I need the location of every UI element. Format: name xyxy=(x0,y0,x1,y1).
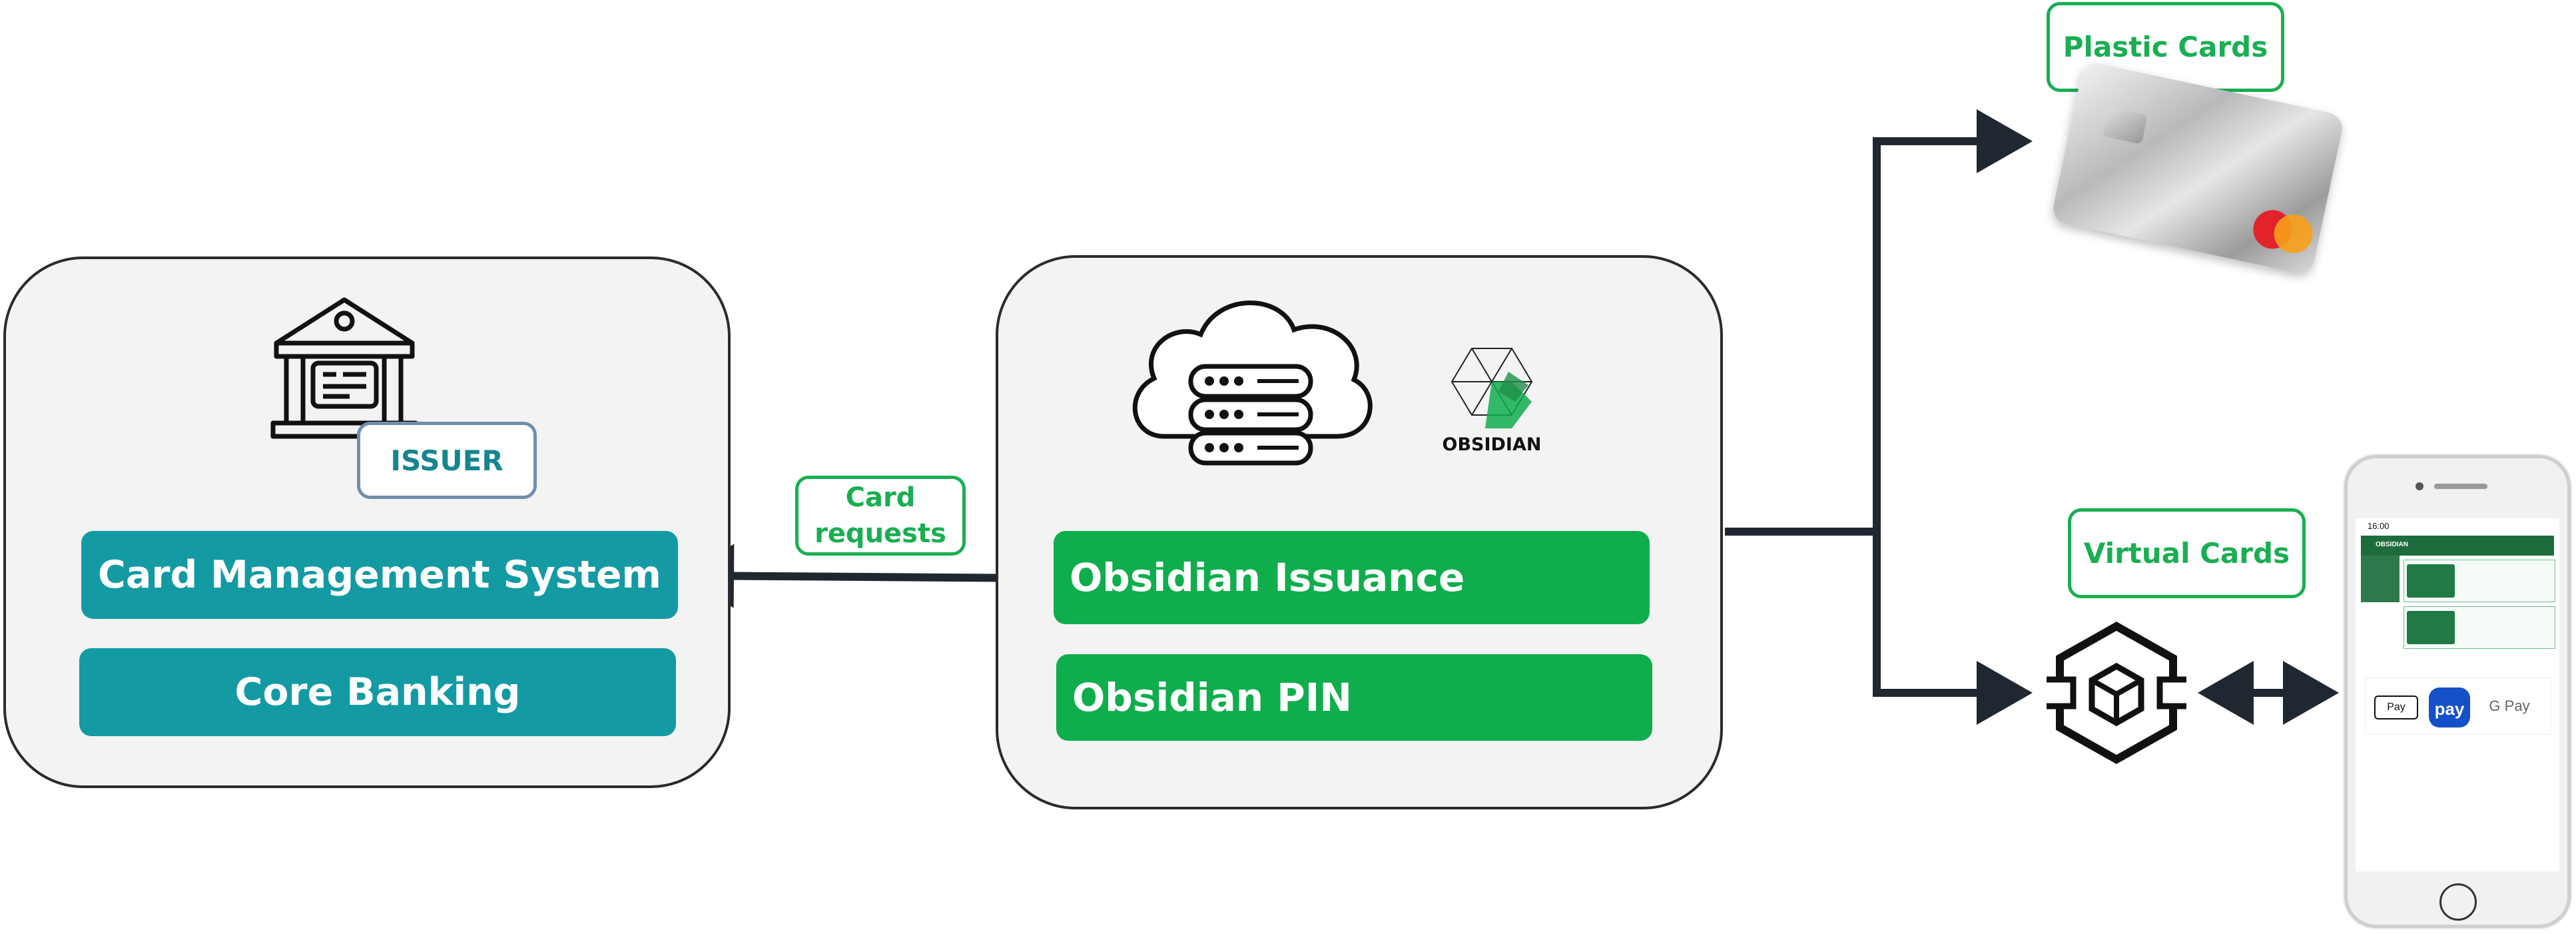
apple-pay-icon[interactable]: Pay xyxy=(2374,696,2418,719)
samsung-pay-icon[interactable]: pay xyxy=(2429,688,2470,727)
google-pay-icon[interactable]: G Pay xyxy=(2489,698,2530,714)
plastic-branch-arrow xyxy=(1873,109,2033,693)
card-brand-icon xyxy=(2249,206,2317,258)
card-management-system: Card Management System xyxy=(81,531,678,619)
phone-mockup: 16:00 OBSIDIAN Pay pay G Pay xyxy=(2344,455,2571,928)
cloud-server-icon xyxy=(1132,300,1373,466)
obsidian-logo-text: OBSIDIAN xyxy=(1442,434,1542,455)
phone-card-item[interactable] xyxy=(2404,606,2555,649)
obsidian-pin: Obsidian PIN xyxy=(1056,654,1652,741)
card-chip-icon xyxy=(2102,107,2148,145)
obsidian-logo-icon xyxy=(1450,348,1533,428)
virtual-cards-label: Virtual Cards xyxy=(2068,508,2306,598)
phone-card-list xyxy=(2404,560,2555,653)
phone-app-sidebar xyxy=(2361,556,2400,602)
phone-speaker xyxy=(2434,484,2487,489)
phone-camera-icon xyxy=(2415,482,2423,490)
card-requests-arrow xyxy=(678,544,1057,610)
virtual-branch-arrow xyxy=(1873,532,2033,725)
tokenization-hub-icon xyxy=(2047,622,2186,764)
bank-card-icon xyxy=(270,297,418,439)
wallet-strip: Pay pay G Pay xyxy=(2365,678,2550,734)
phone-screen: 16:00 OBSIDIAN Pay pay G Pay xyxy=(2356,518,2559,871)
phone-app-name: OBSIDIAN xyxy=(2376,541,2408,548)
obsidian-issuance: Obsidian Issuance xyxy=(1054,531,1650,624)
phone-status-time: 16:00 xyxy=(2368,521,2390,531)
card-requests-label: Card requests xyxy=(795,476,966,556)
issuer-badge: ISSUER xyxy=(357,422,537,499)
phone-app-header: OBSIDIAN xyxy=(2361,536,2554,556)
phone-home-button[interactable] xyxy=(2439,883,2477,921)
phone-card-item[interactable] xyxy=(2404,560,2555,602)
core-banking: Core Banking xyxy=(79,648,676,736)
